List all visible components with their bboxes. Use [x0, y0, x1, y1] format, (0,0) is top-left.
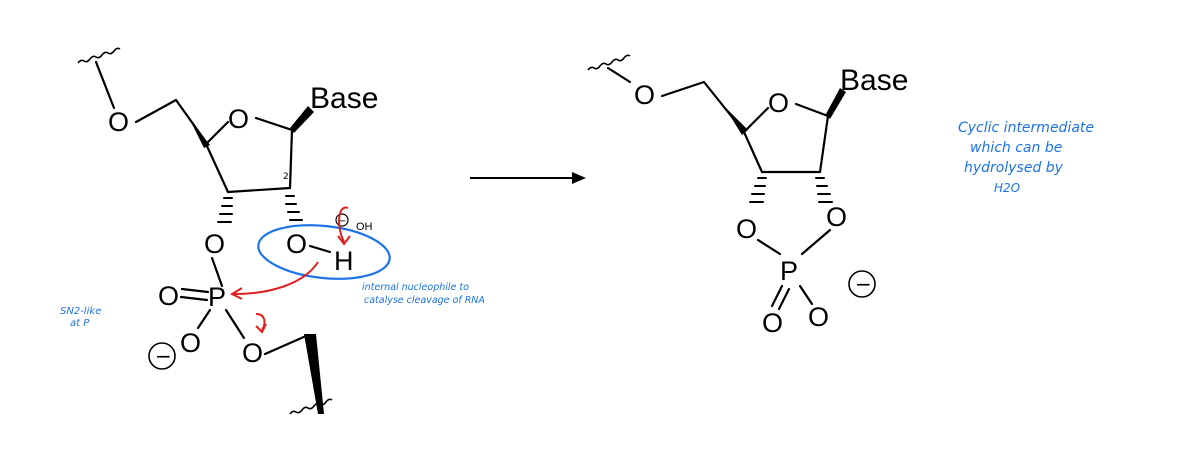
wavy-bond-bottom	[289, 398, 333, 415]
product-wavy-bond-top	[587, 54, 631, 71]
ring-oxygen: O	[228, 104, 249, 134]
wavy-bond-top	[77, 47, 121, 64]
product-phosphorus: P	[780, 256, 798, 286]
carbon-2-label: 2'	[283, 172, 291, 182]
hydroxide-charge-symbol: −	[338, 216, 346, 227]
product-bond-c1-c2	[818, 114, 830, 174]
ether-oxygen-bottom: O	[242, 338, 263, 368]
bond-c2-c3	[226, 186, 292, 194]
product-bond-oring-c1	[794, 102, 830, 118]
hash-c2-oh	[285, 195, 303, 221]
bond-o-h	[308, 244, 332, 254]
product-cyclic-oxygen-left: O	[736, 214, 757, 244]
product-bond-p-o-double-1	[770, 284, 784, 308]
wedge-c4	[190, 120, 210, 148]
product-bond-o-ch2	[660, 80, 706, 98]
product-bond-chain-o	[606, 66, 632, 84]
bond-p-o-minus	[196, 308, 212, 330]
cyclic-annotation-line4: H2O	[994, 181, 1020, 195]
bond-o-p	[210, 256, 224, 288]
phosphorus-atom: P	[208, 282, 226, 312]
phosphate-oxygen-up: O	[204, 229, 225, 259]
product-negative-charge-symbol: −	[855, 272, 872, 296]
bond-c4-oring	[204, 120, 230, 146]
cyclic-annotation-line2: which can be	[970, 140, 1062, 156]
hydroxyl-highlight-ring	[257, 224, 391, 280]
bond-chain-o	[94, 60, 116, 110]
arrowhead-p-o-break	[255, 323, 267, 334]
bond-p-o-double-1	[180, 287, 210, 294]
product-bond-oleft-p	[756, 238, 782, 256]
wedge-ch2-bottom	[304, 334, 324, 414]
negative-charge-symbol: −	[155, 344, 172, 368]
product-bond-p-o-minus	[798, 284, 814, 306]
product-molecule: O O Base O O P O O	[587, 54, 908, 338]
sn2-annotation-line1: SN2-like	[60, 306, 101, 317]
arrow-oh-to-p	[233, 261, 319, 295]
double-bond-oxygen: O	[158, 281, 179, 311]
product-double-bond-oxygen: O	[762, 308, 783, 338]
hydroxyl-oxygen: O	[286, 229, 307, 259]
hydroxide-label: OH	[356, 221, 373, 233]
bond-o-ch2	[134, 98, 178, 124]
hash-c3-o	[217, 197, 233, 223]
bond-p-o-double-2	[179, 295, 209, 302]
product-bond-c4-oring	[742, 106, 770, 134]
bond-o-ch2-bottom	[263, 334, 308, 356]
arrow-hydroxide-to-h	[338, 206, 349, 243]
product-bond-oright-p	[800, 228, 832, 256]
product-bond-c3-c4	[742, 130, 764, 174]
product-bond-p-o-double-2	[777, 287, 791, 311]
negative-charge-circle	[148, 342, 176, 370]
product-ring-oxygen: O	[768, 88, 789, 118]
ether-oxygen-top: O	[108, 107, 129, 137]
product-ether-oxygen: O	[634, 80, 655, 110]
nucleophile-annotation-line1: internal nucleophile to	[362, 282, 469, 293]
product-anionic-oxygen: O	[808, 302, 829, 332]
reaction-arrow	[470, 172, 586, 184]
cyclic-annotation-line3: hydrolysed by	[964, 160, 1064, 176]
bond-c1-c2	[288, 128, 294, 190]
bond-p-o-ether	[224, 308, 246, 340]
cyclic-annotation-line1: Cyclic intermediate	[958, 120, 1094, 136]
product-wedge-c1-base	[826, 88, 846, 119]
arrowhead-hydroxide	[337, 235, 351, 246]
bond-c3-c4	[204, 142, 230, 194]
product-hash-c2	[815, 177, 833, 203]
product-hash-c3	[749, 177, 767, 203]
product-base-label: Base	[840, 64, 908, 97]
reactant-molecule: O O Base 2' O O H	[77, 47, 391, 415]
product-wedge-c4	[724, 106, 748, 135]
nucleophile-annotation-line2: catalyse cleavage of RNA	[364, 295, 485, 306]
hydroxide-charge-circle	[335, 213, 349, 227]
arrowhead-to-p	[229, 287, 243, 300]
base-label: Base	[310, 82, 378, 115]
hydroxyl-hydrogen: H	[334, 246, 354, 276]
sn2-annotation-line2: at P	[70, 318, 90, 329]
anionic-oxygen: O	[180, 328, 201, 358]
product-cyclic-oxygen-right: O	[826, 202, 847, 232]
product-negative-charge-circle	[848, 270, 876, 298]
bond-oring-c1	[254, 116, 294, 132]
wedge-c1-base	[290, 106, 314, 133]
